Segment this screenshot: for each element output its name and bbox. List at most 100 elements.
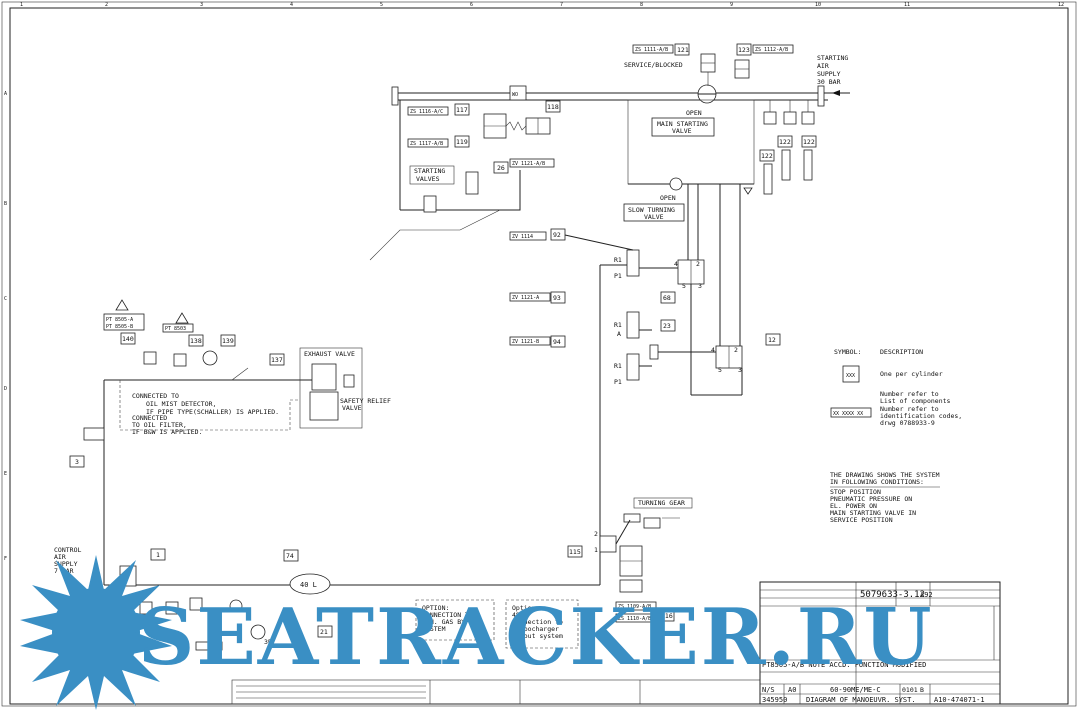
condition-1: STOP POSITION (830, 488, 881, 496)
control-air-l1: CONTROL (54, 546, 81, 554)
drawing-title: DIAGRAM OF MANOEUVR. SYST. (806, 696, 916, 704)
option2-l3: Connection to (512, 618, 563, 626)
option2-l1: Option: (512, 604, 539, 612)
port-r1-92: R1 (614, 256, 622, 264)
port-5-12: 5 (718, 366, 722, 374)
starting-air-line2: AIR (817, 62, 829, 70)
tag-93: 93 (553, 294, 561, 302)
slow-turning-l1: SLOW TURNING (628, 206, 675, 214)
row-a: A (4, 91, 7, 97)
oil-mist-l3: IF PIPE TYPE(SCHALLER) IS APPLIED. (146, 408, 279, 416)
callout-94: ZV 1121-B (512, 339, 539, 345)
tag-1: 1 (156, 551, 160, 559)
port-4-12: 4 (711, 346, 715, 354)
port-2-115: 2 (594, 530, 598, 538)
safety-relief-l1: SAFETY RELIEF (340, 397, 391, 405)
control-air-system: PT 8505-A PT 8505-B 140 PT 8503 138 139 … (54, 299, 600, 651)
oil-mist-l2: OIL MIST DETECTOR, (146, 400, 216, 408)
tag-121: 121 (677, 46, 689, 54)
port-5-68: 5 (682, 282, 686, 290)
tag-74: 74 (286, 552, 294, 560)
row-e: E (4, 471, 7, 477)
option1-l4: SYSTEM (422, 625, 446, 633)
sheet-size: A0 (788, 686, 796, 694)
type-label: N/S (762, 686, 775, 694)
col-9: 9 (730, 2, 733, 8)
receiver-label: 40 L (300, 581, 317, 589)
tag-118: 118 (547, 103, 559, 111)
col-2: 2 (105, 2, 108, 8)
tag-21: 21 (320, 628, 328, 636)
tag-116: 116 (661, 612, 673, 620)
ident-number: 345950 (762, 696, 787, 704)
col-11: 11 (904, 2, 910, 8)
row-markers: A B C D E F (4, 91, 7, 562)
option1-l2: CONNECTION TO (422, 611, 473, 619)
tag-23: 23 (663, 322, 671, 330)
row-f: F (4, 556, 7, 562)
legend-desc-heading: DESCRIPTION (880, 348, 923, 356)
tag-123: 123 (738, 46, 750, 54)
port-p1-92: P1 (614, 272, 622, 280)
row-c: C (4, 296, 7, 302)
oil-filter-l3: IF B&W IS APPLIED. (132, 428, 202, 436)
tag-138: 138 (190, 337, 202, 345)
port-r1-93: R1 (614, 321, 622, 329)
service-blocked-group: ZS 1111-A/B 121 123 ZS 1112-A/B SERVICE/… (624, 43, 794, 86)
tag-139: 139 (222, 337, 234, 345)
condition-2: PNEUMATIC PRESSURE ON (830, 495, 912, 503)
condition-5: SERVICE POSITION (830, 516, 893, 524)
option2-l4: Turbocharger (512, 625, 559, 633)
control-valves-column: ZV 1114 92 R1 P1 ZV 1121-A 93 R1 A ZV 11… (509, 184, 781, 585)
main-starting-valve: OPEN MAIN STARTING VALVE OPEN SLOW TURNI… (623, 99, 755, 222)
callout-115: ZS 1109-A/B (618, 604, 651, 610)
callout-119: ZS 1117-A/B (410, 141, 443, 147)
legend-circle-symbol: XXX (846, 373, 855, 379)
oil-filter-l1: CONNECTED (132, 414, 167, 422)
col-4: 4 (290, 2, 293, 8)
a-size: A92 (920, 591, 933, 599)
callout-26: ZV 1121-A/B (512, 161, 545, 167)
main-starting-valve-l1: MAIN STARTING (657, 120, 708, 128)
option2-l5: cutout system (512, 632, 563, 640)
model-label: 60-90ME/ME-C (830, 686, 881, 694)
option1-l1: OPTION: (422, 604, 449, 612)
drawing-code: A10-474071-1 (934, 696, 985, 704)
symbol-legend: SYMBOL: DESCRIPTION XXX One per cylinder… (830, 348, 962, 427)
watermark-text: SEATRACKER.RU (138, 592, 934, 683)
port-3-12: 3 (738, 366, 742, 374)
tag-122-c: 122 (803, 138, 815, 146)
col-6: 6 (470, 2, 473, 8)
port-p1-94: P1 (614, 378, 622, 386)
exhaust-valve-label: EXHAUST VALVE (304, 350, 355, 358)
tag-119: 119 (456, 138, 468, 146)
tag-92: 92 (553, 231, 561, 239)
callout-138: PT 8503 (165, 326, 186, 332)
date-label: 0101 (902, 686, 918, 694)
starting-air-line1: STARTING (817, 54, 848, 62)
col-12: 12 (1058, 2, 1064, 8)
legend-symbol-heading: SYMBOL: (834, 348, 861, 356)
bottom-notes-strip (231, 679, 761, 705)
col-5: 5 (380, 2, 383, 8)
col-1: 1 (20, 2, 23, 8)
callout-93: ZV 1121-A (512, 295, 539, 301)
watermark-sunburst (20, 555, 172, 710)
tag-117: 117 (456, 106, 468, 114)
starting-air-line4: 30 BAR (817, 78, 841, 86)
legend-code-ref-1: Number refer to (880, 405, 939, 413)
legend-code-symbol: XX XXXX XX (833, 411, 863, 417)
control-air-l2: AIR (54, 553, 66, 561)
oil-mist-l1: CONNECTED TO (132, 392, 179, 400)
open-label-slow: OPEN (660, 194, 676, 202)
safety-relief-l2: VALVE (342, 404, 362, 412)
option2-l2: 4801 (512, 611, 528, 619)
port-4-68: 4 (674, 260, 678, 268)
col-7: 7 (560, 2, 563, 8)
port-2-12: 2 (734, 346, 738, 354)
starting-air-header: WO STARTING AIR SUPPLY 30 BAR (391, 54, 850, 107)
legend-code-ref-2: identification codes, (880, 412, 962, 420)
port-a-93: A (617, 330, 621, 338)
column-markers: 12 11 10 9 8 7 6 5 4 3 2 1 (20, 2, 1064, 8)
